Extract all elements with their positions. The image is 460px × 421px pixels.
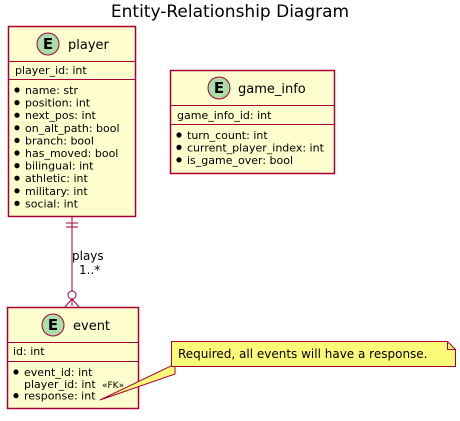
entity-field: is_game_over: bool (187, 154, 293, 167)
diagram-title: Entity-Relationship Diagram (111, 2, 349, 22)
entity-field: position: int (25, 97, 91, 110)
entity-field: next_pos: int (25, 109, 97, 122)
entity-badge-icon (36, 32, 60, 56)
entity-name: player (68, 38, 110, 53)
relation-cardinality: 1..* (79, 263, 100, 277)
entity-event[interactable]: E event id: int event_id: intplayer_id: … (6, 306, 140, 410)
entity-player[interactable]: E player player_id: int name: strpositio… (7, 25, 137, 218)
zero-marker (67, 290, 77, 300)
crow-foot-left (63, 298, 73, 309)
entity-box (7, 25, 137, 218)
mandatory-dot-icon (176, 144, 182, 150)
mandatory-dot-icon (13, 393, 19, 399)
note-text: Required, all events will have a respons… (178, 347, 428, 361)
mandatory-dot-icon (176, 157, 182, 163)
mandatory-dot-icon (14, 163, 20, 169)
entity-badge-icon (41, 313, 65, 337)
entity-field: response: int (24, 390, 96, 403)
mandatory-dot-icon (14, 200, 20, 206)
mandatory-dot-icon (14, 188, 20, 194)
note-box (171, 341, 456, 367)
note-connector (99, 363, 176, 401)
entity-box (169, 69, 336, 175)
entity-field: bilingual: int (25, 160, 94, 173)
relation-player-event: plays 1..* (63, 217, 104, 309)
entity-key: player_id: int (15, 64, 87, 77)
entity-badge-letter: E (214, 79, 224, 97)
mandatory-dot-icon (14, 87, 20, 93)
mandatory-dot-icon (14, 175, 20, 181)
entity-badge-letter: E (48, 316, 58, 334)
entity-game-info[interactable]: E game_info game_info_id: int turn_count… (169, 69, 336, 175)
entity-name: game_info (238, 82, 306, 97)
entity-key: game_info_id: int (177, 109, 272, 122)
note[interactable]: Required, all events will have a respons… (171, 341, 456, 367)
entity-key: id: int (13, 345, 45, 358)
entity-field: turn_count: int (187, 129, 268, 142)
entity-field: on_alt_path: bool (25, 122, 120, 135)
relation-label: plays (72, 249, 104, 263)
entity-field: has_moved: bool (25, 147, 118, 160)
entity-field: athletic: int (25, 172, 88, 185)
entity-field: event_id: int (24, 366, 93, 379)
entity-field: current_player_index: int (187, 141, 325, 154)
entity-field: branch: bool (25, 134, 94, 147)
entity-field: military: int (25, 185, 88, 198)
entity-field: name: str (25, 84, 78, 97)
mandatory-dot-icon (14, 125, 20, 131)
entity-badge-letter: E (43, 35, 53, 53)
fk-tag: «FK» (102, 381, 124, 391)
mandatory-dot-icon (176, 132, 182, 138)
crow-foot-right (71, 298, 81, 309)
mandatory-dot-icon (14, 137, 20, 143)
note-fold (447, 341, 456, 350)
mandatory-dot-icon (14, 112, 20, 118)
entity-field: player_id: int (24, 378, 96, 391)
mandatory-dot-icon (13, 369, 19, 375)
entity-field: social: int (25, 197, 79, 210)
mandatory-dot-icon (14, 100, 20, 106)
entity-name: event (73, 319, 110, 334)
mandatory-dot-icon (14, 150, 20, 156)
entity-badge-icon (207, 76, 231, 100)
